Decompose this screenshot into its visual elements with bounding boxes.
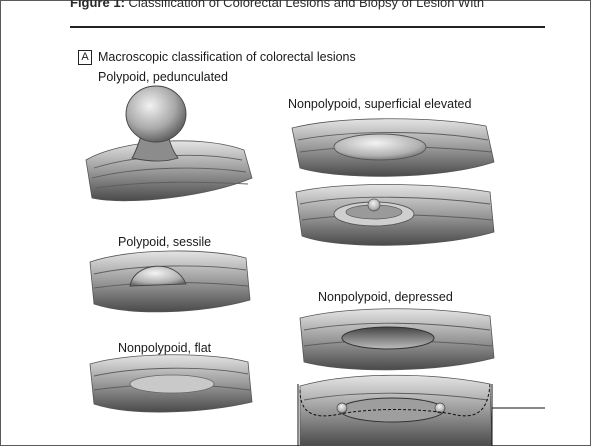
flat-tissue-illustration xyxy=(90,355,252,412)
biopsy-lesion-illustration xyxy=(298,375,545,446)
pedunculated-tissue-illustration xyxy=(86,86,252,201)
sessile-tissue-illustration xyxy=(90,251,250,312)
superficial-elevated-depressed-illustration xyxy=(296,185,494,246)
depressed-tissue-illustration xyxy=(300,309,494,370)
superficial-elevated-tissue-illustration xyxy=(292,119,494,177)
